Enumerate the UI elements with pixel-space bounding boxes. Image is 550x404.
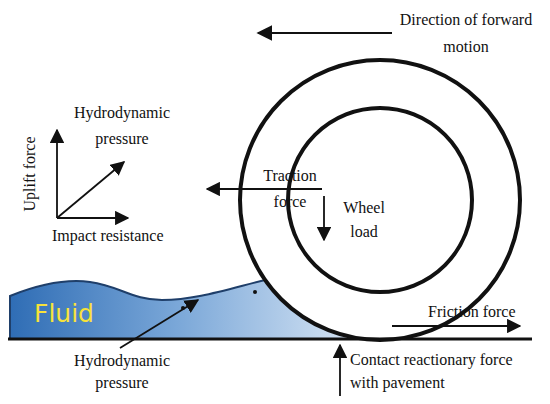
wheel-rim — [288, 108, 472, 292]
uplift-arrow — [56, 130, 58, 218]
force-label: Impact resistance — [52, 226, 192, 246]
load-arrow — [323, 196, 325, 240]
friction-arrow — [392, 325, 520, 327]
fluid-surface — [10, 280, 265, 338]
force-label: Wheel load — [334, 196, 394, 244]
force-label: Uplift force — [20, 119, 40, 229]
force-label: Contact reactionary force with pavement — [350, 348, 545, 394]
force-label: Hydrodynamic pressure — [62, 350, 182, 394]
tire-outer — [240, 60, 520, 340]
reaction-arrow — [339, 345, 341, 396]
pavement-line — [8, 338, 532, 341]
motion-arrow — [258, 32, 392, 34]
fluid-region — [10, 280, 380, 340]
fluid-dot — [253, 290, 257, 294]
fluid-label: Fluid — [34, 298, 134, 330]
resistance-arrow — [57, 217, 128, 219]
motion-label: Direction of forward motion — [392, 6, 540, 60]
leader-arrow — [120, 300, 198, 348]
force-label: Traction force — [250, 163, 330, 215]
force-label: Friction force — [428, 302, 543, 322]
traction-arrow — [207, 188, 322, 190]
pressure-arrow — [57, 162, 124, 218]
force-label: Hydrodynamic pressure — [62, 100, 182, 152]
